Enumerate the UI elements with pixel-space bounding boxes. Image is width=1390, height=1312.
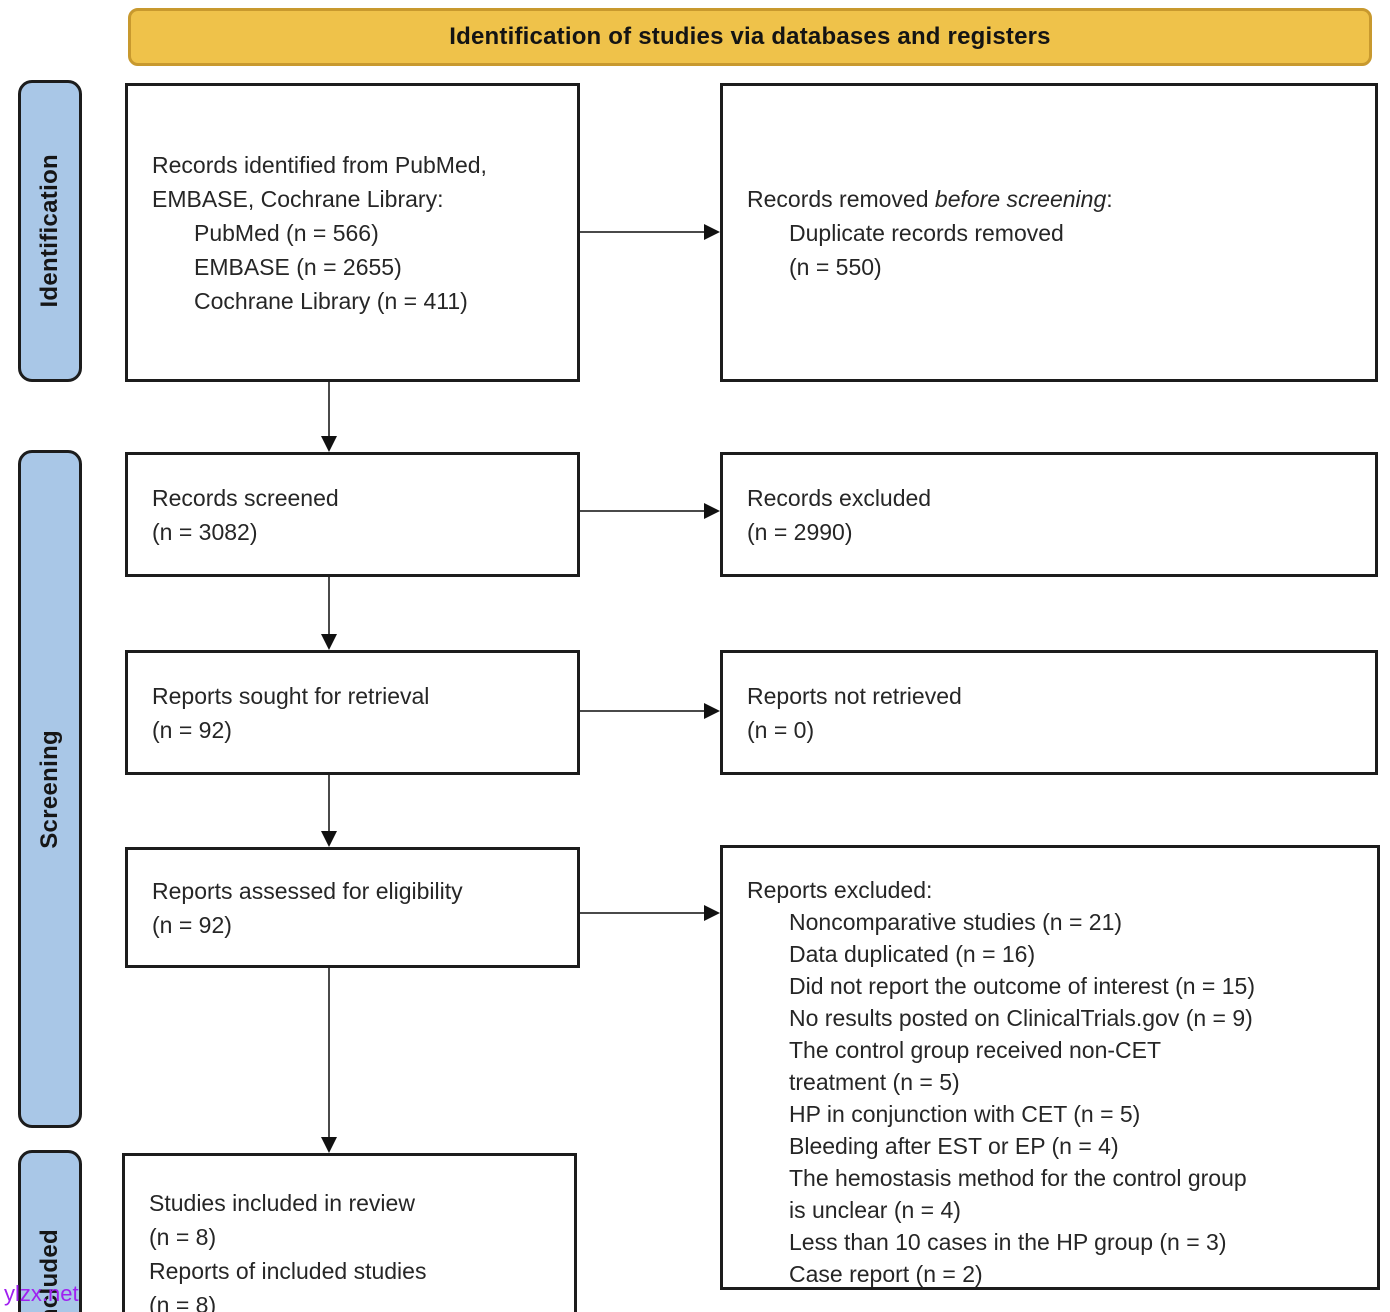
arrow-down-icon — [321, 436, 337, 452]
box-reports-not-retrieved: Reports not retrieved (n = 0) — [720, 650, 1378, 775]
box-text-line: Reports sought for retrieval — [152, 682, 430, 709]
box-text-line: treatment (n = 5) — [789, 1069, 960, 1095]
box-text-line: Records excluded — [747, 484, 932, 511]
arrow-down-icon — [321, 634, 337, 650]
box-text-line: (n = 92) — [152, 911, 232, 938]
box-text-line: is unclear (n = 4) — [789, 1197, 961, 1223]
box-text-line: Bleeding after EST or EP (n = 4) — [789, 1133, 1119, 1159]
box-text-line: (n = 8) — [149, 1292, 217, 1312]
arrow-shaft — [580, 710, 704, 712]
arrow-right-icon — [704, 905, 720, 921]
box-text-line: PubMed (n = 566) — [194, 219, 379, 246]
rail-screening: Screening — [18, 450, 82, 1128]
arrow-shaft — [580, 912, 704, 914]
box-text-line: Data duplicated (n = 16) — [789, 941, 1036, 967]
box-records-removed: Records removed before screening: Duplic… — [720, 83, 1378, 382]
box-text-line: Case report (n = 2) — [789, 1261, 983, 1287]
box-text-line: (n = 3082) — [152, 518, 258, 545]
arrow-right-icon — [704, 503, 720, 519]
box-records-excluded: Records excluded (n = 2990) — [720, 452, 1378, 577]
arrow-shaft — [580, 231, 704, 233]
box-text-line: Studies included in review — [149, 1190, 415, 1216]
rail-identification-label: Identification — [36, 154, 63, 308]
box-text-line: Less than 10 cases in the HP group (n = … — [789, 1229, 1227, 1255]
box-text-line: HP in conjunction with CET (n = 5) — [789, 1101, 1141, 1127]
box-text-line: Reports assessed for eligibility — [152, 877, 463, 904]
box-text-line: Reports of included studies — [149, 1258, 427, 1284]
box-text-line: (n = 0) — [747, 716, 815, 743]
box-text-line: (n = 2990) — [747, 518, 853, 545]
banner-title: Identification of studies via databases … — [449, 23, 1051, 50]
box-text-line: Cochrane Library (n = 411) — [194, 287, 468, 314]
box-text-line: EMBASE (n = 2655) — [194, 253, 402, 280]
box-text-line: (n = 8) — [149, 1224, 217, 1250]
arrow-down-icon — [321, 1137, 337, 1153]
box-text-line: Duplicate records removed — [789, 219, 1064, 246]
box-reports-assessed: Reports assessed for eligibility (n = 92… — [125, 847, 580, 968]
box-text-line: Did not report the outcome of interest (… — [789, 973, 1255, 999]
rail-included: Included — [18, 1150, 82, 1312]
box-text-line: (n = 92) — [152, 716, 232, 743]
box-text-line: The control group received non-CET — [789, 1037, 1162, 1063]
box-text-line: EMBASE, Cochrane Library: — [152, 185, 444, 212]
records-removed-head-prefix: Records removed — [747, 185, 935, 212]
box-text-line: Noncomparative studies (n = 21) — [789, 909, 1123, 935]
box-studies-included: Studies included in review (n = 8) Repor… — [122, 1153, 577, 1312]
arrow-shaft — [328, 577, 330, 634]
arrow-shaft — [328, 968, 330, 1137]
records-removed-head-suffix: : — [1106, 185, 1113, 212]
box-text-line: Records removed before screening: — [747, 182, 1361, 216]
arrow-right-icon — [704, 703, 720, 719]
arrow-down-icon — [321, 831, 337, 847]
rail-identification: Identification — [18, 80, 82, 382]
box-text-line: The hemostasis method for the control gr… — [789, 1165, 1247, 1191]
box-text-line: Reports excluded: — [747, 877, 933, 903]
arrow-right-icon — [704, 224, 720, 240]
arrow-shaft — [328, 775, 330, 831]
box-reports-sought: Reports sought for retrieval (n = 92) — [125, 650, 580, 775]
box-text-line: Records screened — [152, 484, 339, 511]
box-text-line: Records identified from PubMed, — [152, 151, 487, 178]
banner-identification-of-studies: Identification of studies via databases … — [128, 8, 1372, 66]
box-text-line: Reports not retrieved — [747, 682, 962, 709]
box-text-line: (n = 550) — [789, 253, 882, 280]
rail-screening-label: Screening — [36, 729, 63, 849]
arrow-shaft — [328, 382, 330, 436]
arrow-shaft — [580, 510, 704, 512]
box-text-line: No results posted on ClinicalTrials.gov … — [789, 1005, 1253, 1031]
box-records-screened: Records screened (n = 3082) — [125, 452, 580, 577]
box-records-identified: Records identified from PubMed, EMBASE, … — [125, 83, 580, 382]
records-removed-head-italic: before screening — [934, 185, 1107, 212]
watermark: ylzx.net — [4, 1281, 79, 1306]
box-reports-excluded: Reports excluded: Noncomparative studies… — [720, 845, 1380, 1290]
